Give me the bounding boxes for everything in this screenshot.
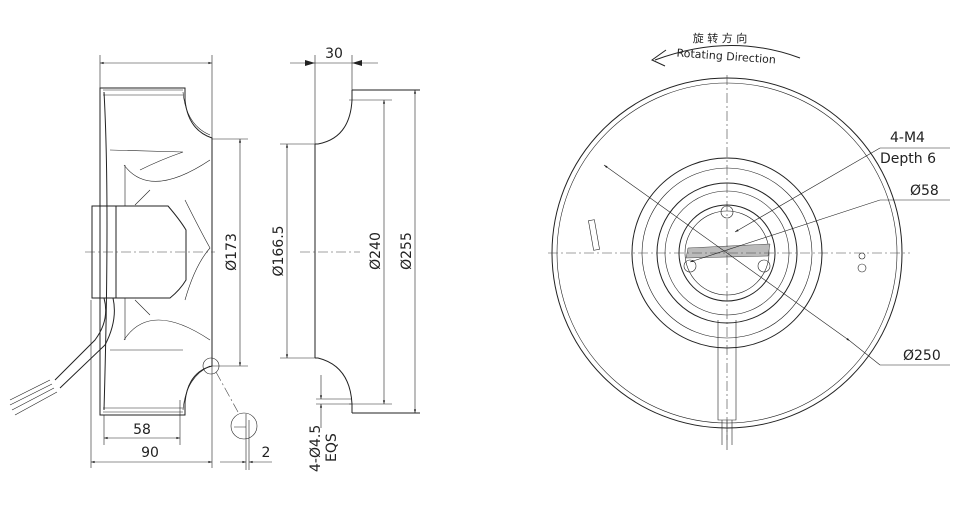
fan-front-view: 旋 转 方 向 Rotating Direction 4-M4 Depth 6 … (548, 31, 950, 450)
d250-label: Ø250 (903, 348, 941, 364)
dim-d255: Ø255 (399, 232, 415, 270)
thread-depth-label: Depth 6 (880, 151, 936, 167)
fan-side-view: Ø173 58 90 2 (9, 55, 272, 470)
rotation-label-cn: 旋 转 方 向 (693, 31, 748, 45)
holes-label: 4-Ø4.5 (308, 425, 324, 472)
detail-circle (230, 412, 258, 440)
holes-eqs-label: EQS (324, 433, 340, 462)
rotation-label-en: Rotating Direction (676, 47, 776, 67)
dim-d240: Ø240 (368, 232, 384, 270)
thread-label: 4-M4 (890, 130, 925, 146)
dim-d166-5: Ø166.5 (271, 225, 287, 276)
dim-90: 90 (141, 445, 159, 461)
dim-d173: Ø173 (224, 233, 240, 271)
inlet-ring-view: 30 Ø166.5 Ø240 Ø255 4-Ø4.5 EQS (271, 46, 420, 472)
dim-58: 58 (133, 422, 151, 438)
d58-label: Ø58 (910, 183, 939, 199)
dim-2: 2 (262, 445, 271, 461)
rotation-arrow (654, 45, 801, 61)
dim-30: 30 (325, 46, 343, 62)
